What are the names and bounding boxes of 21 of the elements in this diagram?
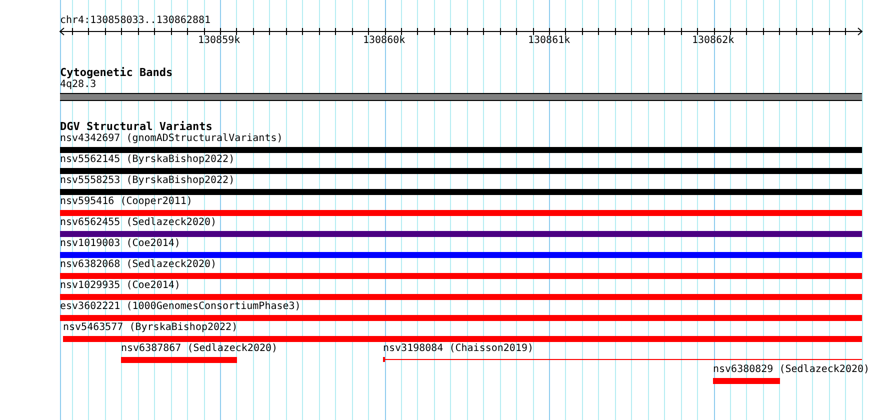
track-title: Cytogenetic Bands: [60, 67, 173, 79]
variant-label: nsv6562455 (Sedlazeck2020): [60, 217, 217, 229]
variant-label: nsv4342697 (gnomADStructuralVariants): [60, 133, 283, 145]
variant-label: nsv595416 (Cooper2011): [60, 196, 192, 208]
band-label: 4q28.3: [60, 79, 96, 91]
track-title: DGV Structural Variants: [60, 121, 212, 133]
tick-label: 130861k: [528, 35, 570, 47]
variant-label: nsv6387867 (Sedlazeck2020): [121, 343, 278, 355]
tick-label: 130859k: [198, 35, 240, 47]
variant-label: nsv6382068 (Sedlazeck2020): [60, 259, 217, 271]
variant-label: esv3602221 (1000GenomesConsortiumPhase3): [60, 301, 301, 313]
tick-label: 130862k: [692, 35, 734, 47]
variant-label: nsv3198084 (Chaisson2019): [383, 343, 534, 355]
variant-label: nsv1029935 (Coe2014): [60, 280, 180, 292]
variant-label: nsv6380829 (Sedlazeck2020): [713, 364, 870, 376]
variant-label: nsv5562145 (ByrskaBishop2022): [60, 154, 235, 166]
region-label: chr4:130858033..130862881: [60, 15, 211, 27]
variant-label: nsv5558253 (ByrskaBishop2022): [60, 175, 235, 187]
tick-label: 130860k: [363, 35, 406, 47]
variant-label: nsv1019003 (Coe2014): [60, 238, 180, 250]
variant-label: nsv5463577 (ByrskaBishop2022): [63, 322, 238, 334]
